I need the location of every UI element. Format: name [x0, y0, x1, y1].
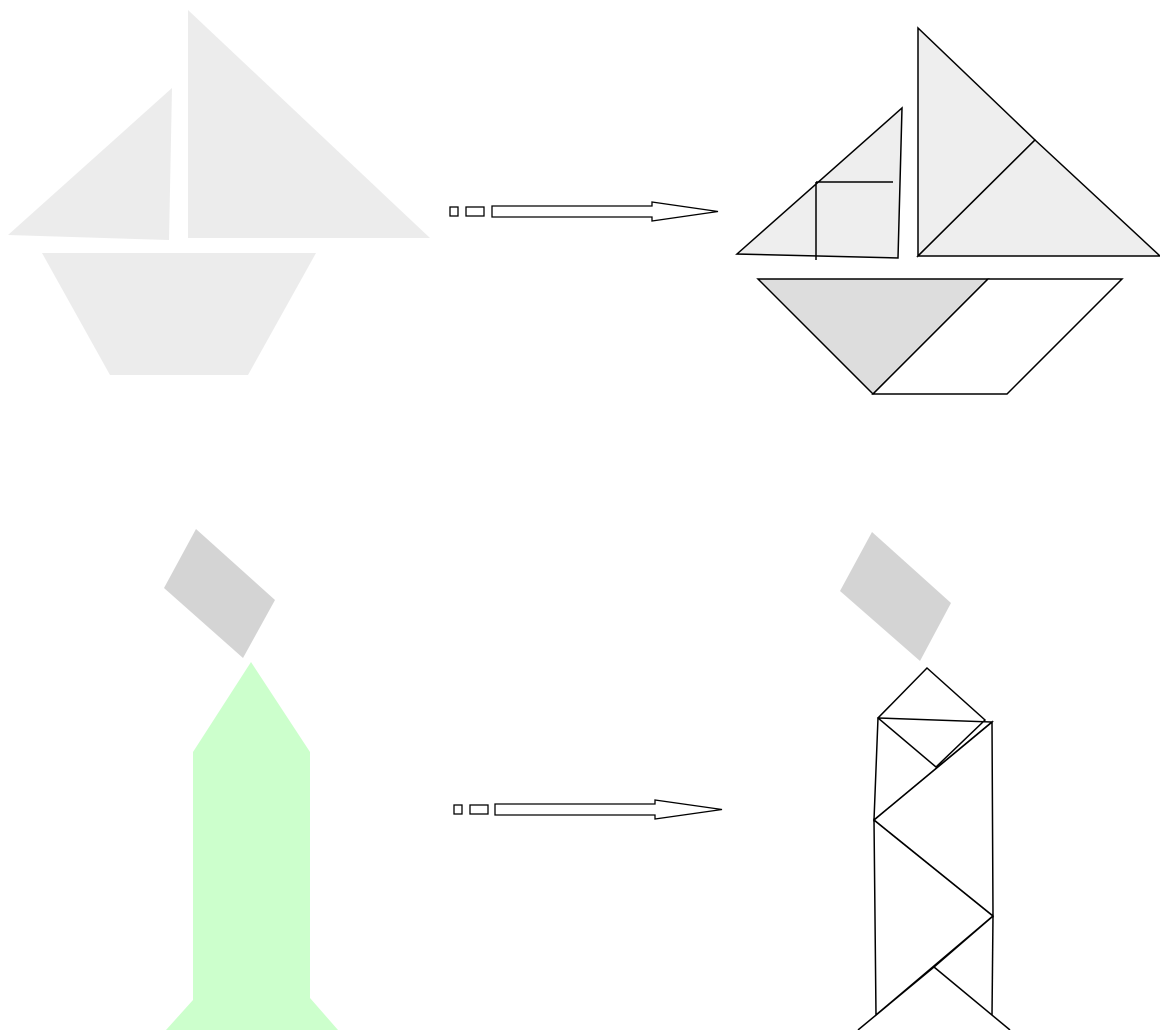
large-sail-shape [188, 10, 430, 238]
head-square-shape [164, 529, 275, 658]
small-sail-shape [8, 88, 172, 240]
body-shape [166, 662, 338, 1030]
foot-right-edge [934, 967, 1010, 1030]
neck-square-piece [878, 668, 985, 767]
person-solution [840, 532, 1010, 1030]
lower-right-edge [992, 916, 993, 1015]
dashed-right-arrow-icon [450, 202, 718, 221]
foot-left-edge [858, 967, 934, 1030]
head-square-piece [840, 532, 951, 661]
arrow-dash-medium [466, 207, 484, 216]
person-silhouette [164, 529, 338, 1030]
sailboat-silhouette [8, 10, 430, 375]
arrow-dash-small [450, 207, 458, 216]
hull-shape [42, 253, 316, 375]
arrow-dash-medium [470, 805, 488, 814]
sailboat-solution [737, 28, 1160, 394]
arrow-body [492, 202, 718, 221]
dashed-right-arrow-icon [454, 800, 722, 819]
lower-diagonal-edge [934, 916, 993, 967]
arrow-body [495, 800, 722, 819]
arrow-dash-small [454, 805, 462, 814]
middle-triangle-piece [874, 722, 993, 916]
small-sail-piece [737, 108, 902, 258]
lower-triangle-piece [874, 820, 993, 1015]
